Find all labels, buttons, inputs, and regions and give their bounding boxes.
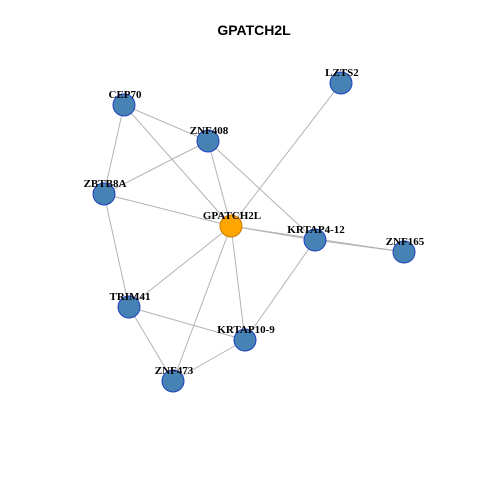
edge-gpatch2l-cep70 bbox=[123, 104, 232, 227]
edge-cep70-zbtb8a bbox=[103, 104, 125, 195]
node-gpatch2l bbox=[219, 214, 243, 238]
edge-krtap4-12-znf165 bbox=[314, 239, 405, 253]
edge-znf408-zbtb8a bbox=[103, 140, 209, 195]
edge-zbtb8a-trim41 bbox=[103, 193, 130, 308]
edge-gpatch2l-krtap10-9 bbox=[230, 225, 246, 341]
node-znf473 bbox=[161, 369, 185, 393]
edge-krtap4-12-krtap10-9 bbox=[244, 239, 316, 341]
node-label-gpatch2l: GPATCH2L bbox=[203, 210, 261, 222]
edge-znf408-krtap4-12 bbox=[207, 140, 316, 241]
node-zbtb8a bbox=[92, 182, 116, 206]
node-label-znf165: ZNF165 bbox=[386, 236, 425, 248]
edge-gpatch2l-lzts2 bbox=[230, 82, 342, 227]
node-lzts2 bbox=[329, 71, 353, 95]
node-label-cep70: CEP70 bbox=[109, 89, 143, 101]
graph-title: GPATCH2L bbox=[217, 22, 291, 38]
edge-trim41-znf473 bbox=[128, 306, 174, 382]
node-label-trim41: TRIM41 bbox=[110, 291, 151, 303]
edge-gpatch2l-trim41 bbox=[128, 225, 232, 308]
node-trim41 bbox=[117, 295, 141, 319]
node-label-lzts2: LZTS2 bbox=[325, 67, 359, 79]
node-label-znf473: ZNF473 bbox=[155, 365, 194, 377]
edge-trim41-krtap10-9 bbox=[128, 306, 246, 341]
node-label-zbtb8a: ZBTB8A bbox=[84, 178, 127, 190]
edge-gpatch2l-zbtb8a bbox=[103, 193, 232, 227]
edge-krtap10-9-znf473 bbox=[172, 339, 246, 382]
node-krtap10-9 bbox=[233, 328, 257, 352]
edge-cep70-znf408 bbox=[123, 104, 209, 142]
node-znf408 bbox=[196, 129, 220, 153]
node-cep70 bbox=[112, 93, 136, 117]
edge-gpatch2l-znf473 bbox=[172, 225, 232, 382]
node-label-krtap4-12: KRTAP4-12 bbox=[287, 224, 345, 236]
node-znf165 bbox=[392, 240, 416, 264]
nodes-layer bbox=[92, 71, 416, 393]
node-label-znf408: ZNF408 bbox=[190, 125, 229, 137]
edge-gpatch2l-znf408 bbox=[207, 140, 232, 227]
node-krtap4-12 bbox=[303, 228, 327, 252]
node-label-krtap10-9: KRTAP10-9 bbox=[217, 324, 275, 336]
